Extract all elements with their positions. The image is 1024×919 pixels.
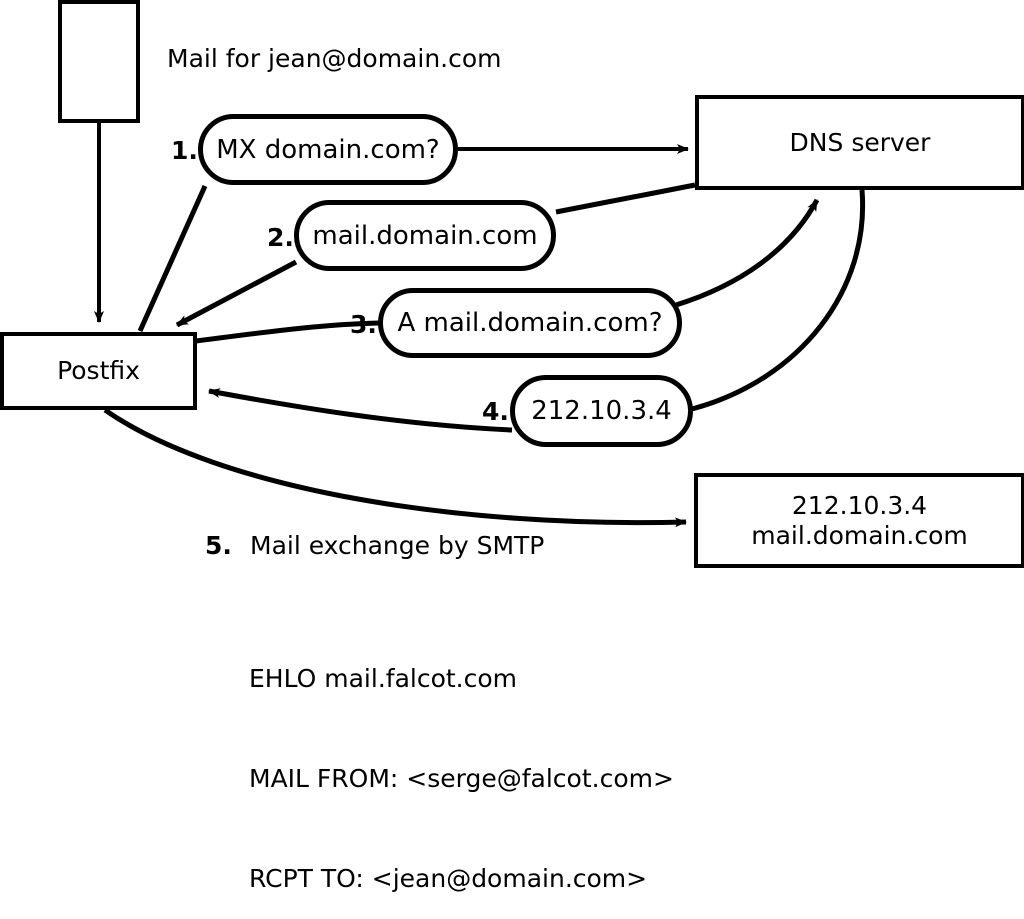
- step-1-number: 1.: [171, 136, 198, 165]
- step-4-bubble[interactable]: 212.10.3.4: [510, 375, 693, 447]
- dns-server-box[interactable]: DNS server: [695, 95, 1024, 190]
- step-2-label: mail.domain.com: [312, 220, 538, 251]
- remote-mx-ip: 212.10.3.4: [791, 491, 928, 520]
- postfix-label: Postfix: [57, 356, 140, 386]
- step-4-label: 212.10.3.4: [531, 396, 672, 426]
- edge-dns-to-step4: [691, 189, 866, 412]
- edge-dns-to-step2: [555, 182, 696, 215]
- mail-client-box[interactable]: [58, 0, 140, 123]
- step-3-number: 3.: [350, 310, 377, 339]
- edge-step3-to-dns: [675, 198, 820, 308]
- smtp-transcript: EHLO mail.falcot.com MAIL FROM: <serge@f…: [249, 595, 674, 919]
- remote-mx-hostname: mail.domain.com: [751, 520, 968, 550]
- smtp-line: EHLO mail.falcot.com: [249, 663, 518, 693]
- step-3-label: A mail.domain.com?: [397, 308, 663, 338]
- edge-postfix-to-remote-mx: [103, 407, 687, 528]
- step-2-number: 2.: [267, 223, 294, 252]
- edge-step2-to-postfix: [175, 259, 298, 328]
- step-1-label: MX domain.com?: [216, 134, 440, 165]
- remote-mx-box[interactable]: 212.10.3.4 mail.domain.com: [694, 473, 1024, 568]
- step-5-number: 5.: [205, 531, 232, 560]
- dns-server-label: DNS server: [789, 127, 931, 157]
- step-3-bubble[interactable]: A mail.domain.com?: [378, 288, 682, 358]
- edge-postfix-to-step1: [137, 184, 208, 333]
- smtp-line: MAIL FROM: <serge@falcot.com>: [249, 764, 674, 794]
- step-5-label: Mail exchange by SMTP: [250, 531, 545, 560]
- edge-step4-to-postfix: [208, 388, 513, 433]
- step-1-bubble[interactable]: MX domain.com?: [198, 114, 458, 185]
- postfix-box[interactable]: Postfix: [0, 332, 197, 410]
- edge-postfix-to-step3: [195, 320, 381, 344]
- step-4-number: 4.: [482, 397, 509, 426]
- mail-for-note: Mail for jean@domain.com: [167, 44, 502, 73]
- step-2-bubble[interactable]: mail.domain.com: [294, 200, 556, 271]
- smtp-line: RCPT TO: <jean@domain.com>: [249, 864, 648, 894]
